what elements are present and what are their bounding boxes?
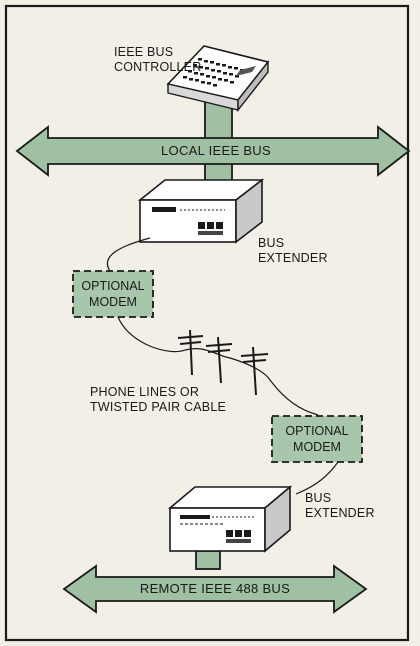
modem-top-label: OPTIONAL MODEM xyxy=(73,278,153,310)
phone-lines-label: PHONE LINES OR TWISTED PAIR CABLE xyxy=(90,385,226,415)
remote-bus-label: REMOTE IEEE 488 BUS xyxy=(130,581,300,597)
extender-bottom-label-line2: EXTENDER xyxy=(305,506,375,521)
local-bus-label: LOCAL IEEE BUS xyxy=(160,143,272,159)
extender-bottom-label-line1: BUS xyxy=(305,491,375,506)
modem-bottom-label-line2: MODEM xyxy=(272,439,362,455)
extender-bottom-device xyxy=(170,487,290,551)
modem-top-label-line1: OPTIONAL xyxy=(73,278,153,294)
extender-top-label-line1: BUS xyxy=(258,236,328,251)
extender-top-label: BUS EXTENDER xyxy=(258,236,328,266)
remote-bus-stem xyxy=(196,551,220,569)
phone-lines-label-line2: TWISTED PAIR CABLE xyxy=(90,400,226,415)
controller-label-line1: IEEE BUS xyxy=(114,45,201,60)
phone-lines-label-line1: PHONE LINES OR xyxy=(90,385,226,400)
controller-label-line2: CONTROLLER xyxy=(114,60,201,75)
modem-top-label-line2: MODEM xyxy=(73,294,153,310)
modem-bottom-label: OPTIONAL MODEM xyxy=(272,423,362,455)
extender-top-device xyxy=(140,180,262,242)
extender-top-label-line2: EXTENDER xyxy=(258,251,328,266)
extender-bottom-label: BUS EXTENDER xyxy=(305,491,375,521)
controller-label: IEEE BUS CONTROLLER xyxy=(114,45,201,75)
modem-bottom-label-line1: OPTIONAL xyxy=(272,423,362,439)
